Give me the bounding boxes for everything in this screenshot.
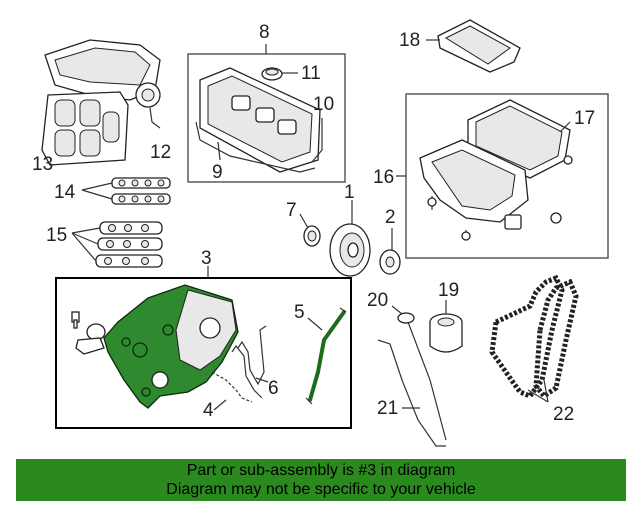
banner-line-1: Part or sub-assembly is #3 in diagram (186, 462, 456, 479)
front-seal[interactable] (299, 213, 321, 247)
parts-diagram: 1 2 3 4 5 6 7 8 9 10 11 12 13 14 15 16 1… (32, 19, 609, 447)
callout-20: 20 (367, 290, 388, 311)
callout-11: 11 (301, 63, 321, 84)
engine-cover-18[interactable] (426, 19, 521, 73)
gasket-set-14[interactable] (81, 177, 171, 205)
callout-22: 22 (553, 404, 574, 425)
callout-5: 5 (294, 302, 305, 323)
bolt-and-seal[interactable] (71, 311, 106, 355)
callout-21: 21 (377, 398, 398, 419)
timing-cover-box (55, 266, 352, 429)
callout-8: 8 (259, 22, 270, 43)
oil-pan-box (396, 93, 609, 259)
info-banner: Part or sub-assembly is #3 in diagram Di… (16, 459, 626, 501)
callout-10: 10 (313, 94, 334, 115)
spacer-washer[interactable] (379, 228, 401, 275)
timing-cover-gasket-6[interactable] (231, 325, 269, 399)
callout-7: 7 (286, 200, 297, 221)
callout-14: 14 (54, 182, 76, 203)
timing-chain[interactable] (489, 274, 579, 403)
banner-line-2: Diagram may not be specific to your vehi… (166, 481, 476, 498)
timing-cover[interactable] (103, 284, 239, 409)
oil-filler-cap[interactable] (261, 67, 298, 81)
callout-4: 4 (203, 400, 214, 421)
leader-9 (217, 141, 221, 161)
chain-guide[interactable] (305, 307, 347, 405)
crankshaft-pulley[interactable] (329, 200, 371, 277)
valve-cover[interactable] (195, 67, 321, 173)
callout-3: 3 (201, 248, 212, 269)
dipstick-and-tube[interactable] (377, 305, 447, 447)
leader-10 (311, 118, 323, 163)
callout-19: 19 (438, 280, 459, 301)
gasket-set-15[interactable] (71, 221, 163, 268)
oil-pan[interactable] (419, 139, 573, 241)
callout-16: 16 (373, 167, 394, 188)
callout-2: 2 (385, 207, 396, 228)
callout-17: 17 (574, 108, 595, 129)
oil-filter[interactable] (429, 300, 463, 353)
callout-15: 15 (46, 225, 67, 246)
callout-1: 1 (344, 182, 355, 203)
callout-12: 12 (150, 142, 171, 163)
callout-9: 9 (212, 162, 223, 183)
valve-cover-box (187, 44, 346, 183)
timing-cover-gasket-4[interactable] (211, 371, 253, 411)
callout-13: 13 (32, 154, 53, 175)
callout-18: 18 (399, 30, 420, 51)
callout-6: 6 (268, 378, 279, 399)
intake-gasket[interactable] (41, 91, 129, 166)
intake-manifold[interactable] (44, 39, 161, 129)
